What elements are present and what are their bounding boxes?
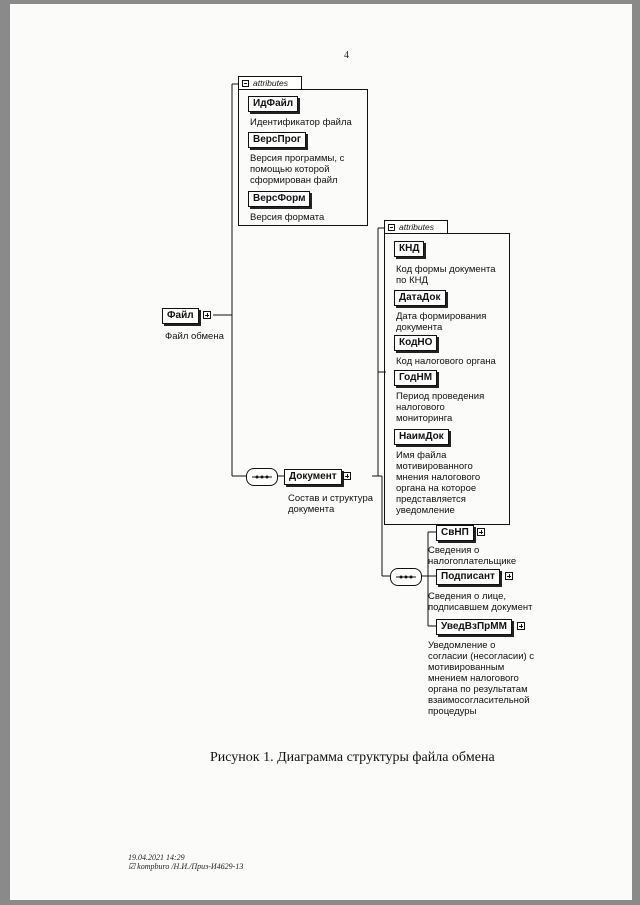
footer-stamp: ☑ kompburo /Н.И./Приз-И4629-13	[128, 862, 244, 871]
footer-date: 19.04.2021 14:29	[128, 853, 185, 862]
element-document[interactable]: Документ	[284, 469, 342, 485]
attribute-idfile-desc: Идентификатор файла	[250, 117, 352, 128]
attribute-versprog[interactable]: ВерсПрог	[248, 132, 307, 148]
element-svnp[interactable]: СвНП	[436, 525, 474, 541]
attribute-datadok-desc: Дата формирования документа	[396, 311, 487, 333]
attribute-kodno[interactable]: КодНО	[394, 335, 438, 351]
attribute-versform-desc: Версия формата	[250, 212, 325, 223]
attribute-naimdok[interactable]: НаимДок	[394, 429, 449, 445]
collapse-icon[interactable]	[343, 472, 351, 480]
element-uvedvzprmm-desc: Уведомление о согласии (несогласии) с мо…	[428, 640, 535, 717]
root-element-desc: Файл обмена	[165, 331, 224, 342]
attribute-idfile[interactable]: ИдФайл	[248, 96, 299, 112]
collapse-icon[interactable]	[203, 311, 211, 319]
attribute-naimdok-desc: Имя файла мотивированного мнения налогов…	[396, 450, 481, 516]
element-podpisant-desc: Сведения о лице, подписавшем документ	[428, 591, 533, 613]
attribute-knd-desc: Код формы документа по КНД	[396, 264, 496, 286]
figure-caption: Рисунок 1. Диаграмма структуры файла обм…	[210, 750, 495, 765]
minus-icon	[388, 224, 395, 231]
connector-lines	[213, 83, 436, 627]
sequence-compositor-document[interactable]	[390, 568, 422, 586]
element-uvedvzprmm[interactable]: УведВзПрММ	[436, 619, 512, 635]
sequence-compositor-root[interactable]	[246, 468, 278, 486]
document-attributes-box	[384, 233, 510, 525]
attribute-godnm-desc: Период проведения налогового мониторинга	[396, 391, 485, 424]
page-number: 4	[344, 50, 349, 61]
expand-icon[interactable]	[517, 622, 525, 630]
expand-icon[interactable]	[505, 572, 513, 580]
attribute-versform[interactable]: ВерсФорм	[248, 191, 311, 207]
element-svnp-desc: Сведения о налогоплательщике	[428, 545, 517, 567]
attribute-datadok[interactable]: ДатаДок	[394, 290, 446, 306]
document-page: 4 Файл Файл обмена	[10, 4, 632, 900]
sequence-icon	[396, 575, 416, 579]
attribute-kodno-desc: Код налогового органа	[396, 356, 496, 367]
attribute-godnm[interactable]: ГодНМ	[394, 370, 438, 386]
document-attributes-header[interactable]: attributes	[384, 220, 448, 233]
sequence-icon	[252, 475, 272, 479]
attribute-knd[interactable]: КНД	[394, 241, 425, 257]
file-attributes-header[interactable]: attributes	[238, 76, 302, 89]
root-element-file[interactable]: Файл	[162, 308, 199, 324]
element-podpisant[interactable]: Подписант	[436, 569, 500, 585]
expand-icon[interactable]	[477, 528, 485, 536]
minus-icon	[242, 80, 249, 87]
element-document-desc: Состав и структура документа	[288, 493, 374, 515]
file-attributes-box	[238, 89, 368, 226]
attribute-versprog-desc: Версия программы, с помощью которой сфор…	[250, 153, 345, 186]
